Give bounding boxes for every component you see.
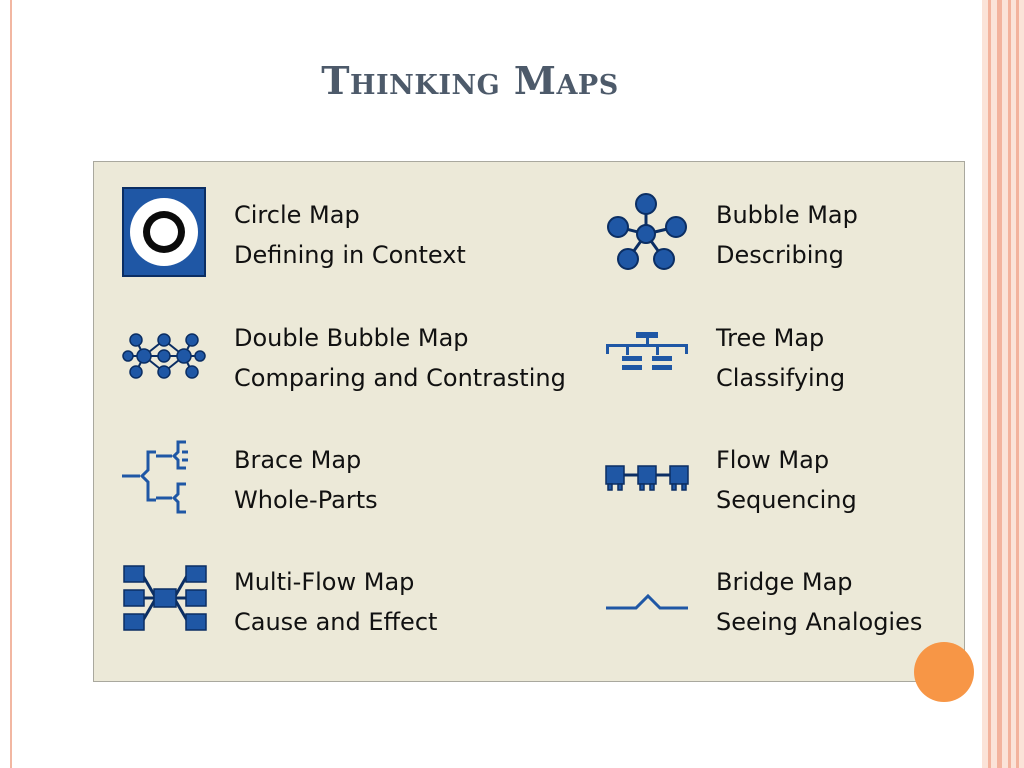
bridge-map-icon [604,554,690,646]
multi-flow-map-icon [122,554,208,646]
map-item-bubble: Bubble Map Describing [604,187,1004,287]
map-name: Flow Map [716,446,830,474]
slide-border-left [10,0,12,768]
map-name: Bubble Map [716,201,858,229]
map-name: Tree Map [716,324,825,352]
map-purpose: Cause and Effect [234,608,438,636]
map-purpose: Whole-Parts [234,486,378,514]
bubble-map-icon [604,187,690,279]
map-name: Circle Map [234,201,360,229]
map-item-double-bubble: Double Bubble Map Comparing and Contrast… [122,310,566,410]
map-name: Brace Map [234,446,362,474]
map-purpose: Seeing Analogies [716,608,923,636]
map-purpose: Describing [716,241,844,269]
map-item-brace: Brace Map Whole-Parts [122,432,522,532]
map-name: Double Bubble Map [234,324,469,352]
map-item-multi-flow: Multi-Flow Map Cause and Effect [122,554,522,654]
circle-map-icon [122,187,208,279]
map-item-bridge: Bridge Map Seeing Analogies [604,554,1004,654]
map-purpose: Defining in Context [234,241,466,269]
brace-map-icon [122,432,208,524]
map-item-tree: Tree Map Classifying [604,310,1004,410]
map-name: Multi-Flow Map [234,568,415,596]
slide-title: Thinking Maps [321,58,619,103]
decorative-dot [914,642,974,702]
double-bubble-map-icon [122,310,208,402]
slide-decoration-right [982,0,1024,768]
map-item-flow: Flow Map Sequencing [604,432,1004,532]
map-purpose: Comparing and Contrasting [234,364,566,392]
map-item-circle: Circle Map Defining in Context [122,187,522,287]
map-purpose: Sequencing [716,486,857,514]
tree-map-icon [604,310,690,402]
map-name: Bridge Map [716,568,853,596]
flow-map-icon [604,432,690,524]
map-purpose: Classifying [716,364,846,392]
thinking-maps-panel: Circle Map Defining in Context [93,161,965,682]
